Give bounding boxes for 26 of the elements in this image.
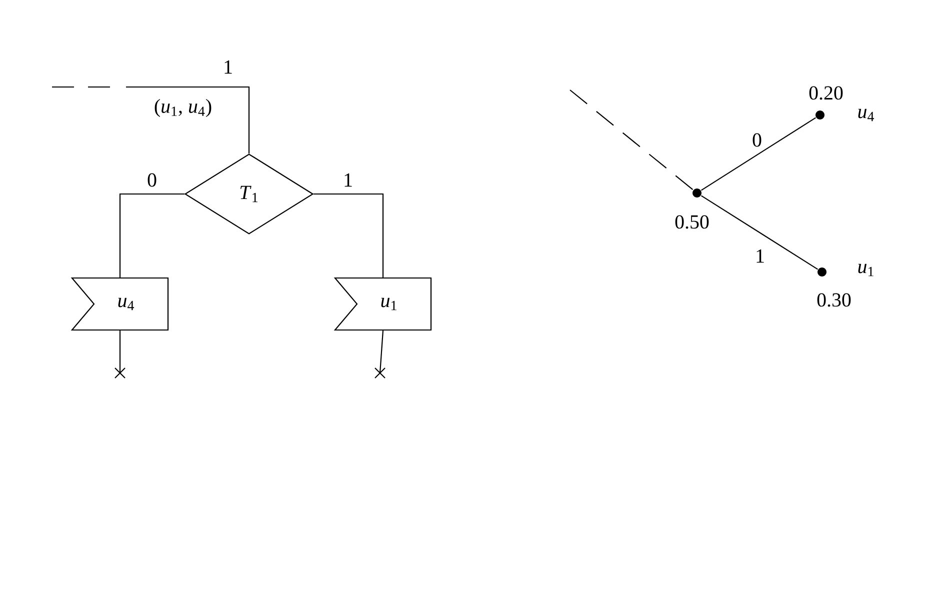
value-label: u$_{1}$: [858, 264, 874, 276]
connector-line: [52, 86, 250, 154]
edge-label: 1: [344, 173, 352, 187]
value-label: 0.30: [817, 293, 851, 307]
flag-box: u$_{4}$: [70, 277, 169, 331]
cross-mark: [374, 367, 386, 379]
value-label: u$_{4}$: [858, 108, 874, 122]
dot: [818, 268, 826, 276]
connector-line: [570, 90, 694, 190]
connector-line: [119, 330, 121, 373]
flag-box: u$_{1}$: [334, 277, 432, 331]
connector-line: [379, 330, 384, 374]
connector-line: [119, 193, 184, 278]
line-label: (u$_{1}$, u$_{4}$): [154, 98, 212, 118]
edge-label: 0: [148, 173, 156, 187]
dot: [692, 188, 702, 198]
connector-line: [700, 195, 818, 270]
edge-label: 1: [224, 60, 232, 74]
edge-label: 1: [756, 249, 764, 263]
connector-line: [314, 193, 384, 278]
connector-line: [700, 117, 816, 191]
edge-label: 0: [752, 133, 762, 147]
cross-mark: [114, 367, 126, 379]
dot: [816, 110, 824, 120]
value-label: 0.50: [675, 215, 709, 229]
value-label: 0.20: [809, 86, 843, 100]
